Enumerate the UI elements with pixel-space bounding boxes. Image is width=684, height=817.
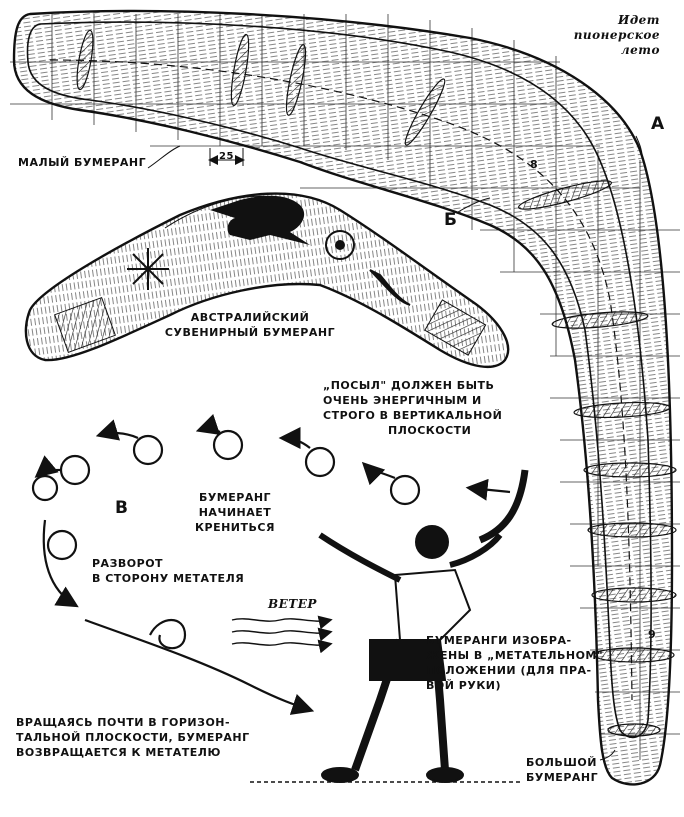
- dimension-9-label: 9: [648, 628, 657, 641]
- wind-arrows: [231, 615, 333, 654]
- marker-a: А: [651, 114, 665, 134]
- small-boomerang-icon: [369, 269, 411, 306]
- throw-note-line4: ПЛОСКОСТИ: [388, 424, 472, 437]
- tilt-note-line1: БУМЕРАНГ: [198, 491, 272, 504]
- return-note-line2: ТАЛЬНОЙ ПЛОСКОСТИ, БУМЕРАНГ: [16, 731, 250, 744]
- throw-note-line2: ОЧЕНЬ ЭНЕРГИЧНЫМ И: [323, 394, 482, 407]
- throw-note-line1: „ПОСЫЛ" ДОЛЖЕН БЫТЬ: [323, 379, 495, 392]
- kangaroo-icon: [210, 195, 310, 245]
- magazine-tag-line2: пионерское: [573, 28, 660, 42]
- australian-label-line2: СУВЕНИРНЫЙ БУМЕРАНГ: [164, 326, 336, 339]
- position-note-line1: БУМЕРАНГИ ИЗОБРА-: [426, 634, 572, 647]
- australian-boomerang: [24, 192, 510, 368]
- marker-v: В: [115, 498, 128, 518]
- magazine-tag-line3: лето: [620, 43, 660, 57]
- flight-path: [31, 414, 511, 715]
- position-note-line3: ПОЛОЖЕНИИ (ДЛЯ ПРА-: [426, 664, 592, 677]
- tilt-note-line3: КРЕНИТЬСЯ: [195, 521, 275, 534]
- australian-label-line1: АВСТРАЛИЙСКИЙ: [190, 311, 310, 324]
- marker-b-upper: Б: [444, 210, 457, 230]
- dimension-25-marker: [208, 148, 245, 166]
- throw-note-line3: СТРОГО В ВЕРТИКАЛЬНОЙ: [323, 409, 503, 422]
- leader-lines: [147, 135, 643, 761]
- dimension-8-label: 8: [530, 158, 539, 171]
- large-boomerang: [12, 9, 674, 786]
- position-note-line4: ВОЙ РУКИ): [426, 679, 502, 692]
- magazine-tag-line1: Идет: [617, 13, 660, 27]
- large-boomerang-label-line1: БОЛЬШОЙ: [526, 756, 597, 769]
- position-note-line2: ЖЕНЫ В „МЕТАТЕЛЬНОМ": [426, 649, 604, 662]
- wind-label: ВЕТЕР: [268, 597, 317, 611]
- star-icon: [127, 248, 169, 290]
- return-note-line3: ВОЗВРАЩАЕТСЯ К МЕТАТЕЛЮ: [16, 746, 221, 759]
- sun-icon: [325, 230, 355, 260]
- tilt-note-line2: НАЧИНАЕТ: [198, 506, 272, 519]
- turn-note-line1: РАЗВОРОТ: [92, 557, 164, 570]
- dimension-25-label: 25: [219, 151, 234, 162]
- return-note-line1: ВРАЩАЯСЬ ПОЧТИ В ГОРИЗОН-: [16, 716, 231, 729]
- thrower-figure: [250, 469, 529, 783]
- small-boomerang: [26, 21, 652, 739]
- large-boomerang-label-line2: БУМЕРАНГ: [526, 771, 599, 784]
- small-boomerang-label: МАЛЫЙ БУМЕРАНГ: [18, 156, 147, 169]
- turn-note-line2: В СТОРОНУ МЕТАТЕЛЯ: [92, 572, 245, 585]
- cross-sections: [76, 29, 677, 737]
